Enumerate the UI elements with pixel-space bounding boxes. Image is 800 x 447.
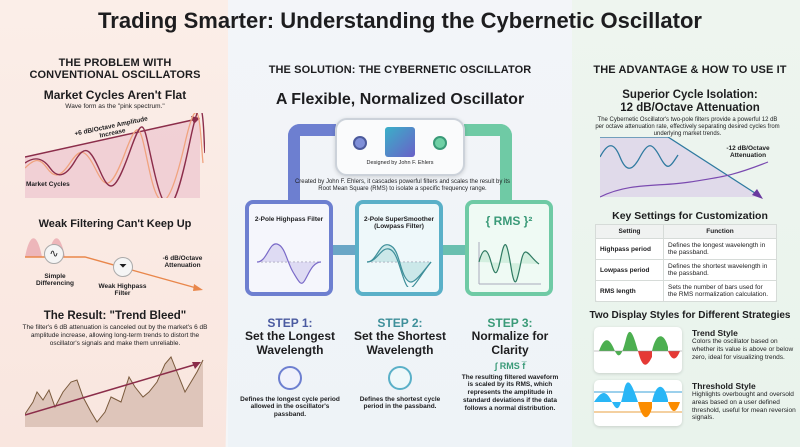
left-panel-bg bbox=[0, 0, 235, 447]
shortest-wavelength-knob[interactable] bbox=[388, 365, 412, 390]
attenuation-12db-label: -12 dB/Octave Attenuation bbox=[726, 145, 770, 160]
rms-label: { RMS }² bbox=[485, 214, 533, 228]
weak-highpass-label: Weak Highpass Filter bbox=[98, 283, 147, 298]
step-1-text: Defines the longest cycle period allowed… bbox=[240, 395, 340, 419]
problem-section-title: THE PROBLEM WITH CONVENTIONAL OSCILLATOR… bbox=[29, 57, 201, 81]
isolation-title: Superior Cycle Isolation: 12 dB/Octave A… bbox=[620, 89, 760, 115]
pink-spectrum-illustration bbox=[25, 113, 205, 198]
highpass-wave-chart bbox=[257, 243, 322, 284]
function-cell: Defines the shortest wavelength in the p… bbox=[663, 259, 777, 281]
step-3: STEP 3: Normalize for Clarity ∫ RMS f̅ T… bbox=[460, 316, 560, 413]
filter-funnel-icon: ⏷ bbox=[113, 257, 133, 277]
threshold-style-text: Highlights overbought and oversold areas… bbox=[692, 391, 796, 422]
isolation-text: The Cybernetic Oscillator's two-pole fil… bbox=[595, 117, 780, 138]
rms-box: { RMS }² bbox=[465, 200, 553, 296]
pipe-2-3 bbox=[440, 245, 468, 255]
pipe-1-2 bbox=[330, 245, 358, 255]
trend-style-text: Colors the oscillator based on whether i… bbox=[692, 338, 794, 361]
designed-by-label: Designed by John F. Ehlers bbox=[366, 160, 434, 166]
supersmoother-filter-box: 2-Pole SuperSmoother (Lowpass Filter) bbox=[355, 200, 443, 296]
threshold-style-preview bbox=[594, 380, 682, 426]
cycles-subtitle: Wave form as the "pink spectrum." bbox=[65, 103, 165, 110]
cycles-title: Market Cycles Aren't Flat bbox=[43, 88, 187, 102]
trend-bleed-chart bbox=[25, 356, 204, 427]
supersmoother-label: 2-Pole SuperSmoother (Lowpass Filter) bbox=[363, 216, 435, 231]
simple-differencing-label: Simple Differencing bbox=[36, 273, 74, 288]
oscillator-core-capsule: Designed by John F. Ehlers bbox=[335, 118, 465, 176]
solution-description: Created by John F. Ehlers, it cascades p… bbox=[294, 179, 511, 193]
pipe-left bbox=[288, 124, 336, 202]
step-3-number: STEP 3: bbox=[487, 316, 533, 330]
rms-formula: ∫ RMS f̅ bbox=[494, 360, 526, 371]
step-2-text: Defines the shortest cycle period in the… bbox=[359, 395, 441, 411]
pipe-right bbox=[464, 124, 512, 202]
trend-style-desc: Trend Style Colors the oscillator based … bbox=[692, 328, 797, 361]
trend-style-preview bbox=[594, 327, 682, 373]
market-cycles-label: Market Cycles bbox=[26, 181, 70, 188]
setting-cell: RMS length bbox=[595, 280, 664, 302]
step-2-number: STEP 2: bbox=[377, 316, 423, 330]
step-1-title: Set the Longest Wavelength bbox=[244, 329, 335, 357]
rms-wave-chart bbox=[478, 242, 541, 285]
header-setting: Setting bbox=[595, 224, 664, 239]
solution-section-title: THE SOLUTION: THE CYBERNETIC OSCILLATOR bbox=[268, 64, 532, 76]
result-text: The filter's 6 dB attenuation is cancele… bbox=[22, 324, 208, 347]
threshold-style-title: Threshold Style bbox=[692, 381, 756, 391]
step-1-number: STEP 1: bbox=[267, 316, 313, 330]
result-title: The Result: "Trend Bleed" bbox=[43, 310, 187, 322]
step-2-title: Set the Shortest Wavelength bbox=[353, 329, 446, 357]
step-3-title: Normalize for Clarity bbox=[471, 329, 549, 357]
trend-style-chart bbox=[594, 331, 682, 365]
settings-title: Key Settings for Customization bbox=[612, 210, 768, 222]
setting-cell: Lowpass period bbox=[595, 259, 664, 281]
threshold-style-chart bbox=[594, 382, 682, 418]
function-cell: Sets the number of bars used for the RMS… bbox=[663, 280, 777, 302]
sine-wave-icon: ∿ bbox=[44, 244, 64, 264]
cybernetic-logo-icon bbox=[385, 127, 415, 157]
highpass-filter-box: 2-Pole Highpass Filter bbox=[245, 200, 333, 296]
attenuation-chart bbox=[600, 137, 769, 199]
step-3-text: The resulting filtered waveform is scale… bbox=[461, 373, 559, 412]
output-node-icon bbox=[433, 136, 447, 150]
trend-style-title: Trend Style bbox=[692, 328, 738, 338]
display-styles-title: Two Display Styles for Different Strateg… bbox=[589, 310, 791, 321]
step-1: STEP 1: Set the Longest Wavelength Defin… bbox=[240, 316, 340, 419]
page-title: Trading Smarter: Understanding the Cyber… bbox=[98, 8, 702, 33]
input-node-icon bbox=[353, 136, 367, 150]
weak-filtering-title: Weak Filtering Can't Keep Up bbox=[38, 218, 192, 230]
longest-wavelength-knob[interactable] bbox=[278, 365, 302, 390]
highpass-label: 2-Pole Highpass Filter bbox=[254, 216, 324, 223]
threshold-style-desc: Threshold Style Highlights overbought an… bbox=[692, 381, 797, 422]
header-function: Function bbox=[663, 224, 777, 239]
attenuation-label: -6 dB/Octave Attenuation bbox=[162, 255, 203, 270]
setting-cell: Highpass period bbox=[595, 238, 664, 260]
step-2: STEP 2: Set the Shortest Wavelength Defi… bbox=[350, 316, 450, 411]
solution-heading: A Flexible, Normalized Oscillator bbox=[275, 91, 525, 108]
advantage-section-title: THE ADVANTAGE & HOW TO USE IT bbox=[593, 64, 787, 76]
lowpass-wave-chart bbox=[367, 244, 432, 287]
function-cell: Defines the longest wavelength in the pa… bbox=[663, 238, 777, 260]
